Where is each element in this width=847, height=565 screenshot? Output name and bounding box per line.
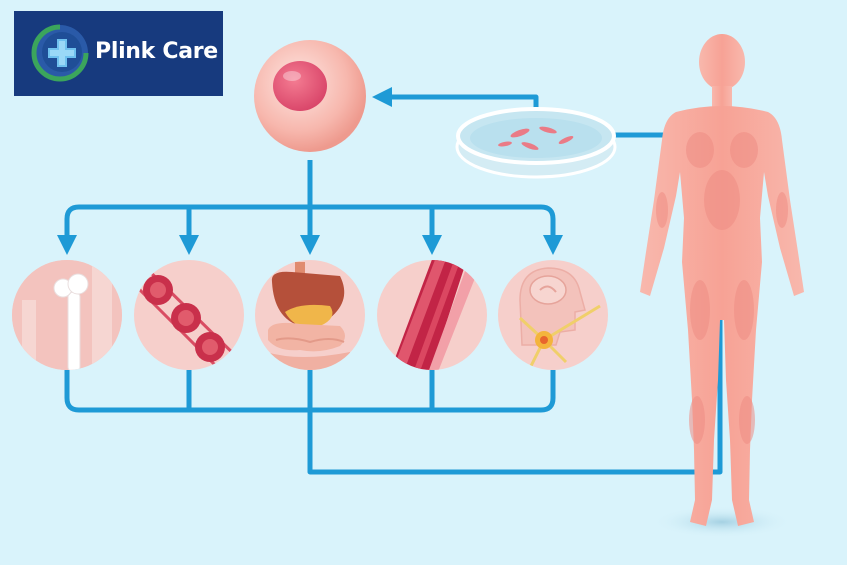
cell-type-neuron: [498, 260, 608, 370]
body-shadow: [652, 506, 792, 538]
brand-name: Plink Care: [95, 39, 218, 64]
human-body: [640, 34, 804, 538]
arrow-return-to-body: [307, 220, 730, 475]
bone-icon: [53, 273, 89, 370]
cell-type-blood: [134, 260, 244, 370]
medical-cross-icon: [31, 24, 89, 82]
muscle-fiber-icon: [393, 260, 479, 370]
cell-type-bone: [12, 260, 122, 370]
neuron-icon: [518, 267, 601, 369]
blood-cells-icon: [143, 275, 225, 362]
cell-type-muscle: [377, 260, 487, 370]
cell-type-organs: [255, 260, 365, 370]
petri-dish: [455, 107, 617, 179]
branch-bar: [64, 204, 563, 255]
digestive-organs-icon: [266, 262, 350, 370]
stem-cell: [254, 40, 366, 152]
brand-logo[interactable]: Plink Care: [14, 11, 223, 96]
